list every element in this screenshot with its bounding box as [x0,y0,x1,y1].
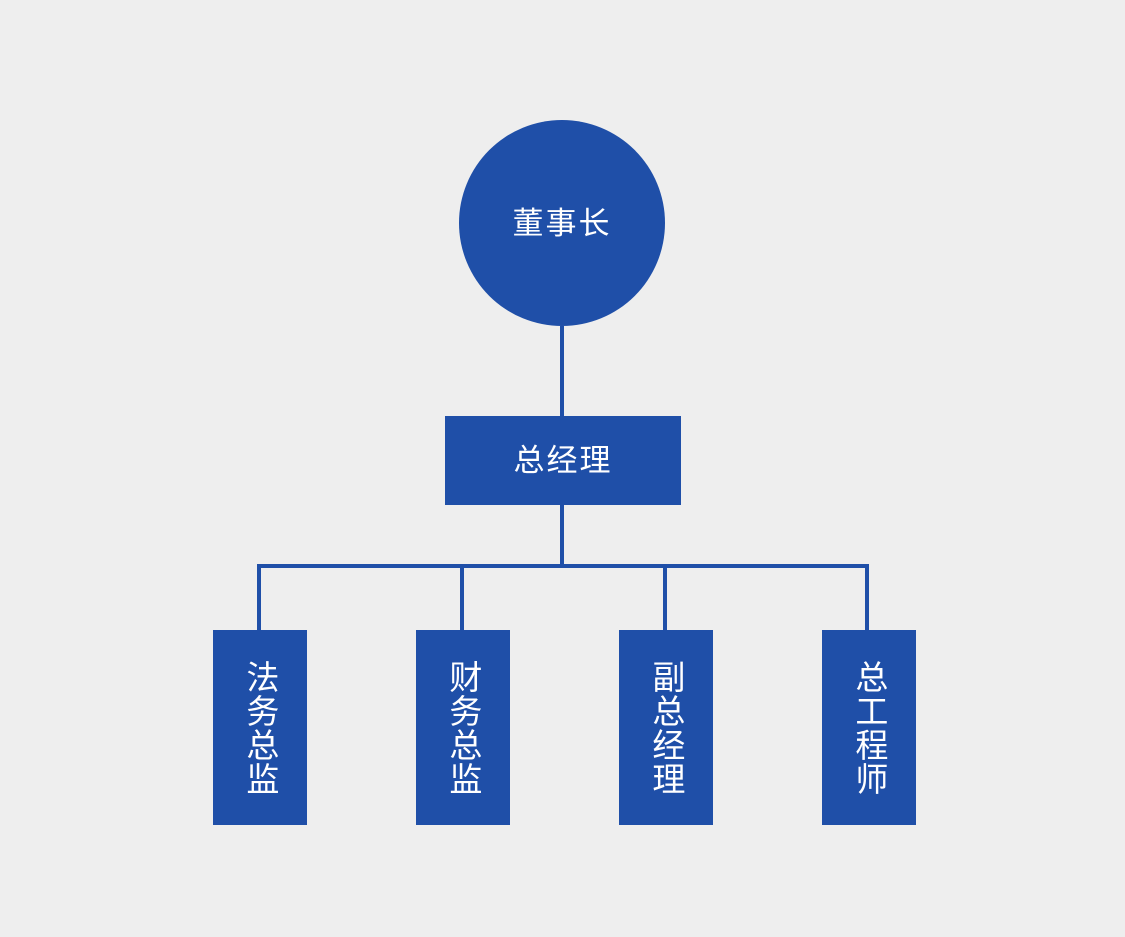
node-deputy-general-manager-label: 副总经理 [647,659,685,796]
node-finance-director[interactable]: 财务总监 [416,630,510,825]
node-chief-engineer-label: 总工程师 [850,659,888,796]
node-chairman[interactable]: 董事长 [459,120,665,326]
node-chairman-label: 董事长 [512,205,612,241]
connector-general-manager-to-bus [560,505,564,568]
node-legal-director-label: 法务总监 [241,659,279,796]
node-chief-engineer[interactable]: 总工程师 [822,630,916,825]
node-legal-director[interactable]: 法务总监 [213,630,307,825]
node-deputy-general-manager[interactable]: 副总经理 [619,630,713,825]
connector-root-to-general-manager [560,326,564,416]
node-general-manager[interactable]: 总经理 [445,416,681,505]
connector-drop-deputy-general-manager [663,564,667,630]
connector-horizontal-bus [257,564,869,568]
node-general-manager-label: 总经理 [513,443,613,478]
node-finance-director-label: 财务总监 [444,659,482,796]
connector-drop-chief-engineer [865,564,869,630]
connector-drop-legal-director [257,564,261,630]
connector-drop-finance-director [460,564,464,630]
